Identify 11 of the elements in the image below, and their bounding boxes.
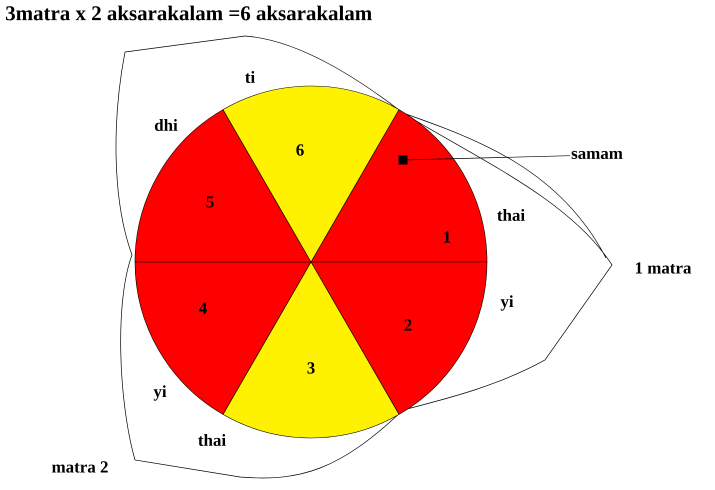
- syllable-label: thai: [497, 209, 525, 221]
- syllable-label: 1 matra: [636, 262, 692, 274]
- syllable-label: yi: [154, 385, 166, 401]
- leader-line: [407, 155, 570, 160]
- callout-label: samam: [572, 150, 623, 160]
- syllable-label: matra 2: [52, 461, 108, 473]
- syllable-label: dhi: [154, 119, 178, 131]
- sector: 6: [222, 86, 400, 262]
- title: 3matra x 2 aksarakalam =6 aksarakalam: [6, 6, 372, 20]
- sector: 1: [310, 109, 488, 262]
- syllable-label: ti: [245, 71, 255, 83]
